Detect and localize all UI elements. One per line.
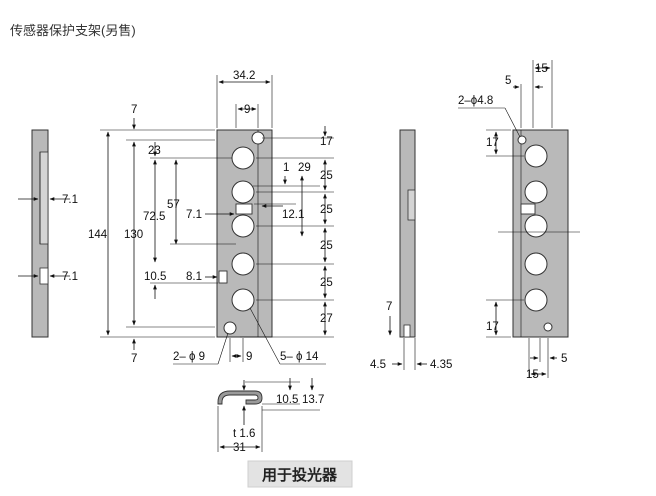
sensor-hole-3	[231, 214, 255, 238]
left-side-notch	[39, 267, 49, 285]
front-dim-72-5: 72.5	[143, 211, 165, 223]
section-dim-13-7: 13.7	[302, 394, 324, 406]
section-profile	[217, 390, 263, 405]
leader-5-phi14	[249, 307, 281, 365]
front-dim-130: 130	[124, 229, 143, 241]
back-slot	[520, 203, 536, 215]
front-dim-9-top: 9	[244, 104, 250, 116]
right-side-recess	[407, 189, 416, 221]
back-hole-2	[524, 180, 548, 204]
front-dim-1: 1	[283, 162, 289, 174]
right-side-notch	[403, 324, 411, 338]
sensor-hole-1	[231, 146, 255, 170]
front-dim-10-5: 10.5	[144, 271, 166, 283]
page-caption: 传感器保护支架(另售)	[10, 23, 136, 38]
front-dim-27: 27	[320, 313, 333, 325]
right-side-dim-7: 7	[386, 301, 392, 313]
front-dim-17: 17	[320, 136, 333, 148]
front-dim-8-1: 8.1	[186, 271, 202, 283]
left-side-recess	[39, 151, 49, 245]
back-dim-5-bottom: 5	[561, 353, 567, 365]
back-dim-17-bottom: 17	[486, 321, 499, 333]
footer-label: 用于投光器	[247, 460, 353, 488]
left-side-dim-7-1-b: 7.1	[62, 271, 78, 283]
front-slot	[235, 203, 253, 215]
back-hole-1	[524, 144, 548, 168]
front-dim-25b: 25	[320, 204, 333, 216]
leader-phi4-8	[504, 107, 521, 138]
front-dim-9-bottom: 9	[246, 351, 252, 363]
left-side-view: 7.1 7.1	[18, 129, 78, 338]
section-dim-10-5: 10.5	[276, 394, 298, 406]
back-hole-5	[524, 288, 548, 312]
sensor-hole-5	[231, 288, 255, 312]
front-dim-7-bottom: 7	[131, 353, 137, 365]
section-dim-thickness: t 1.6	[233, 428, 255, 440]
front-dim-25a: 25	[320, 170, 333, 182]
back-dim-15-bottom: 15	[526, 369, 539, 381]
front-dim-7-top: 7	[131, 104, 137, 116]
sensor-hole-4	[231, 252, 255, 276]
front-dim-25c: 25	[320, 240, 333, 252]
front-dim-144: 144	[88, 229, 108, 241]
right-side-dim-4-5: 4.5	[370, 359, 386, 371]
front-dim-12-1: 12.1	[282, 209, 304, 221]
back-view: 15 5 2–ϕ4.8 17 17 5 15	[458, 60, 580, 381]
back-dim-15-top: 15	[535, 63, 548, 75]
front-dim-23: 23	[148, 145, 161, 157]
right-side-view: 7 4.5 4.35	[370, 129, 452, 371]
right-side-profile	[399, 129, 416, 338]
left-side-dim-7-1-a: 7.1	[62, 194, 78, 206]
section-dim-31: 31	[233, 442, 246, 454]
front-dim-57: 57	[167, 199, 180, 211]
front-dim-25d: 25	[320, 277, 333, 289]
back-small-hole-bottom	[543, 322, 553, 332]
sensor-hole-2	[231, 180, 255, 204]
back-hole-4	[524, 252, 548, 276]
front-callout-2-phi9: 2– ϕ 9	[173, 351, 205, 363]
front-view: 34.2 9 9 144 130 7 7 23 72.5 57	[88, 70, 334, 365]
front-dim-7-1: 7.1	[186, 209, 202, 221]
front-tab	[218, 270, 228, 284]
right-side-dim-4-35: 4.35	[430, 359, 452, 371]
front-dim-29: 29	[298, 162, 311, 174]
back-dim-5-top: 5	[505, 75, 511, 87]
back-small-hole-top	[517, 135, 527, 145]
leader-2-phi9	[217, 332, 229, 365]
section-view: 10.5 13.7 t 1.6 31	[217, 378, 324, 454]
back-hole-3	[524, 214, 548, 238]
mount-hole-bottom	[223, 321, 237, 335]
front-dim-34-2: 34.2	[233, 70, 255, 82]
back-callout-2-phi4-8: 2–ϕ4.8	[458, 95, 493, 107]
footer-label-box	[247, 460, 353, 488]
back-dim-17-top: 17	[486, 137, 499, 149]
front-callout-5-phi14: 5– ϕ 14	[280, 351, 319, 363]
footer-label-text: 用于投光器	[262, 466, 338, 484]
